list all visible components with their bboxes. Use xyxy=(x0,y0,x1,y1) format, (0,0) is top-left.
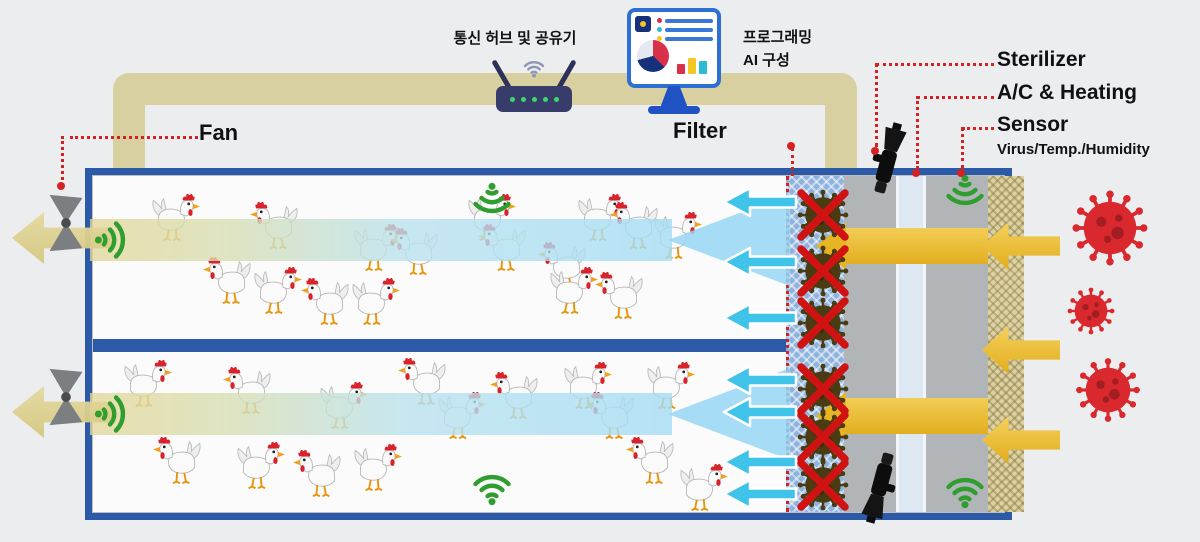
wifi-signal-icon xyxy=(94,392,138,436)
connector-sensor-v xyxy=(961,127,964,169)
chicken-icon xyxy=(350,440,402,492)
virus-icon xyxy=(1066,286,1116,336)
left-arrow-icon xyxy=(722,478,798,510)
wifi-signal-icon xyxy=(94,218,138,262)
connector-ac-v xyxy=(916,96,919,169)
chicken-icon xyxy=(676,460,728,512)
label-ac-heating: A/C & Heating xyxy=(997,81,1138,104)
fan-blade-icon xyxy=(46,192,86,254)
connector-filter-v xyxy=(791,148,794,176)
wifi-signal-icon xyxy=(943,465,987,509)
dashboard-list xyxy=(657,18,713,45)
connector-fan-v xyxy=(61,136,64,186)
air-duct-top xyxy=(113,73,857,105)
blocked-virus-icon xyxy=(796,188,850,242)
label-filter: Filter xyxy=(673,118,727,143)
blocked-virus-icon xyxy=(796,458,850,512)
connector-sterilizer-v xyxy=(875,63,878,147)
label-virus-temp-humidity: Virus/Temp./Humidity xyxy=(997,141,1150,158)
monitor-screen xyxy=(627,8,721,88)
monitor-stand xyxy=(660,86,688,108)
air-duct-right xyxy=(825,95,857,170)
connector-dot-fan xyxy=(57,182,65,190)
chicken-icon xyxy=(348,274,400,326)
dashboard-bar-chart xyxy=(677,52,707,74)
connector-dot-filter xyxy=(787,142,795,150)
chicken-icon xyxy=(595,268,647,320)
connector-fan-h xyxy=(70,136,198,139)
label-programming-ai: 프로그래밍 AI 구성 xyxy=(743,26,812,73)
dashboard-logo xyxy=(635,16,651,32)
label-programming-line1: 프로그래밍 xyxy=(743,29,813,46)
label-sterilizer: Sterilizer xyxy=(997,48,1086,71)
left-arrow-icon xyxy=(722,364,798,396)
connector-sterilizer-h xyxy=(876,63,994,66)
warm-air-band-bottom xyxy=(844,398,990,434)
label-fan: Fan xyxy=(199,120,239,145)
label-programming-line2: AI 구성 xyxy=(743,52,790,70)
chicken-icon xyxy=(293,446,345,498)
blocked-virus-icon xyxy=(796,296,850,350)
wifi-signal-icon xyxy=(943,174,987,218)
chicken-icon xyxy=(546,263,598,315)
chicken-icon xyxy=(626,433,678,485)
dashboard-pie-chart xyxy=(637,40,669,72)
virus-icon xyxy=(1074,356,1142,424)
wifi-router-icon xyxy=(491,50,577,112)
chicken-icon xyxy=(301,274,353,326)
connector-dot-sensor xyxy=(957,169,965,177)
dashboard-monitor-icon xyxy=(627,8,721,123)
router-body xyxy=(496,86,572,112)
left-arrow-icon xyxy=(722,446,798,478)
virus-icon xyxy=(1070,188,1150,268)
blocked-virus-icon xyxy=(796,362,850,416)
chicken-icon xyxy=(250,263,302,315)
air-duct-left xyxy=(113,95,145,170)
warm-air-band-top xyxy=(844,228,990,264)
monitor-base xyxy=(648,106,700,114)
left-arrow-icon xyxy=(722,396,798,428)
airflow-band-bottom xyxy=(90,393,672,435)
connector-sensor-h xyxy=(962,127,994,130)
chicken-icon xyxy=(153,433,205,485)
connector-ac-h xyxy=(917,96,994,99)
left-arrow-icon xyxy=(722,186,798,218)
blocked-virus-icon xyxy=(796,244,850,298)
connector-dot-sterilizer xyxy=(871,147,879,155)
airflow-band-top xyxy=(90,219,672,261)
connector-dot-ac xyxy=(912,169,920,177)
wifi-signal-icon xyxy=(470,462,514,506)
left-arrow-icon xyxy=(722,246,798,278)
chicken-icon xyxy=(233,438,285,490)
label-comm-hub: 통신 허브 및 공유기 xyxy=(453,30,577,47)
blocked-virus-icon xyxy=(796,410,850,464)
label-sensor: Sensor xyxy=(997,113,1069,136)
logo-dot xyxy=(640,21,646,27)
router-signal-icon xyxy=(522,54,546,78)
left-arrow-icon xyxy=(722,302,798,334)
floor-divider xyxy=(93,339,786,352)
fan-blade-icon xyxy=(46,366,86,428)
wifi-signal-icon xyxy=(470,182,514,226)
